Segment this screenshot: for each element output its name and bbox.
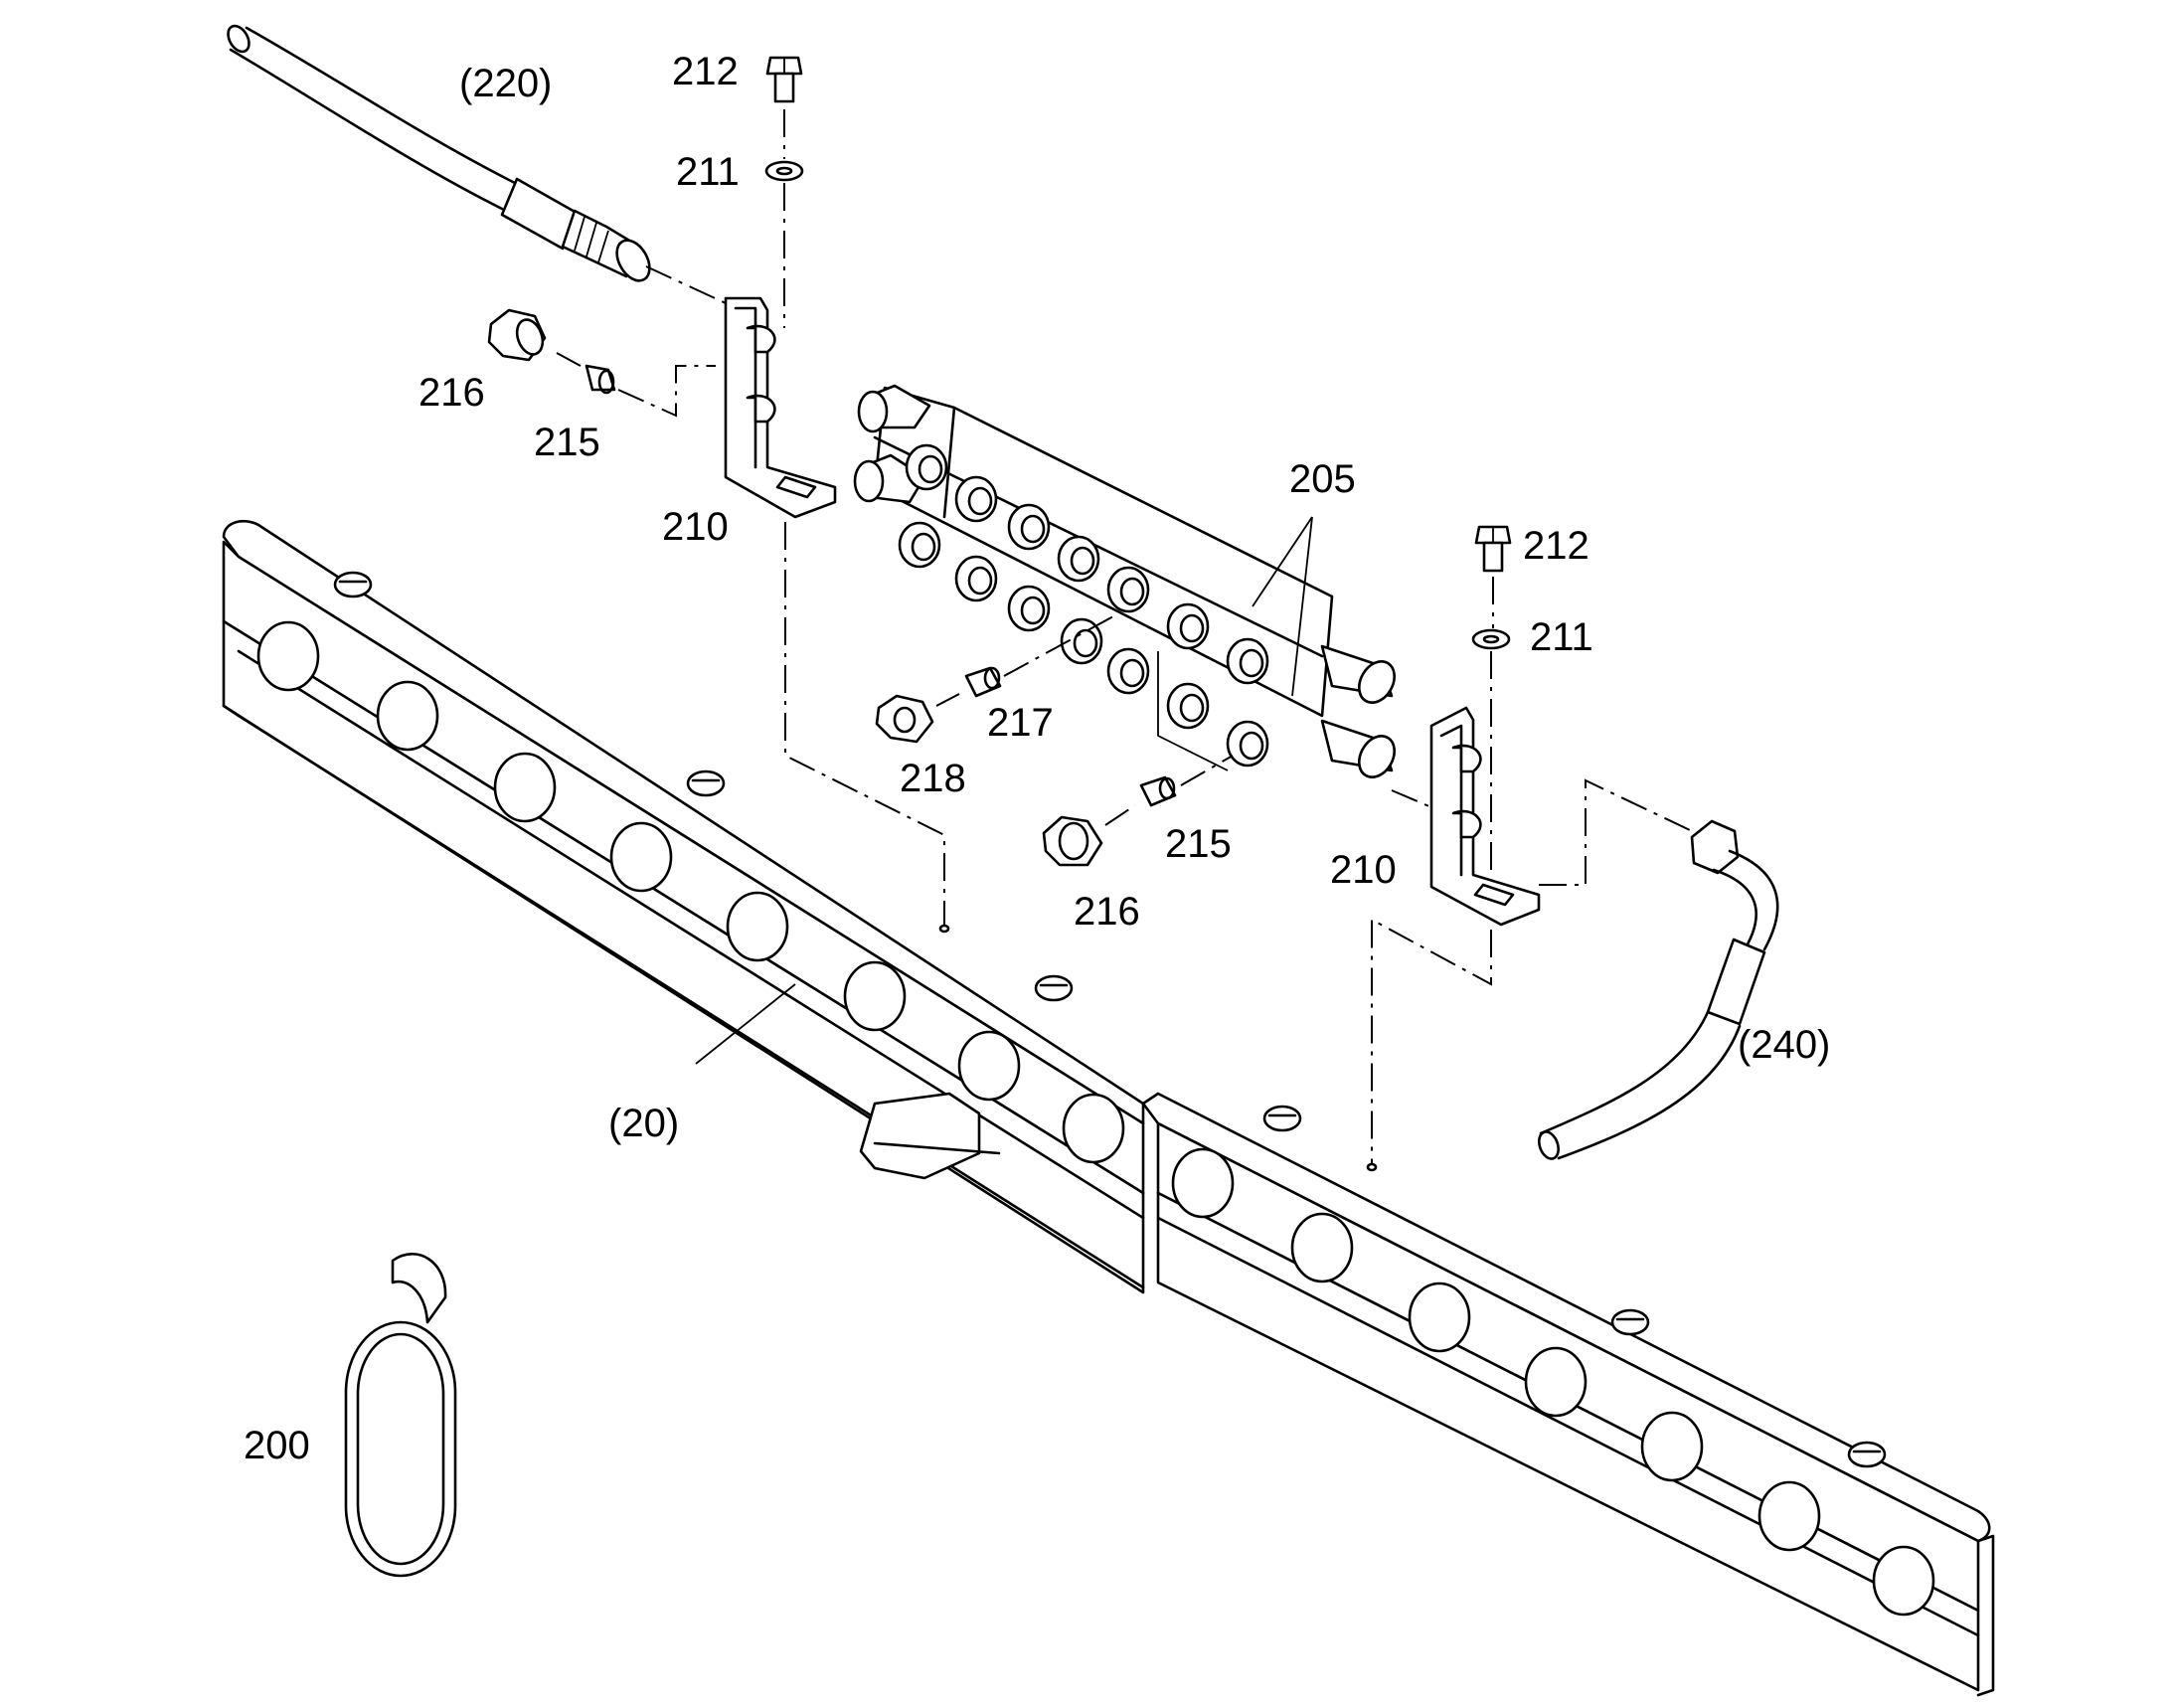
ferrule-215-mid (1139, 775, 1177, 807)
washer-211-right (1471, 628, 1511, 650)
nut-216-left (487, 308, 547, 362)
callout-labels: (220) 212 211 216 215 210 205 212 211 21… (244, 50, 1830, 1467)
callout-216-left: 216 (418, 371, 485, 415)
callout-218: 218 (900, 757, 966, 800)
callout-212-top: 212 (672, 50, 739, 93)
callout-20: (20) (608, 1102, 679, 1145)
callout-215-mid: 215 (1165, 822, 1232, 866)
callout-200: 200 (244, 1424, 310, 1467)
nut-216-mid (1042, 815, 1103, 867)
callout-217: 217 (987, 701, 1054, 745)
callout-215-left: 215 (534, 421, 600, 464)
band-200 (344, 1252, 457, 1578)
callout-216-mid: 216 (1074, 890, 1140, 934)
callout-211-right: 211 (1530, 615, 1593, 659)
ferrule-215-left (585, 364, 616, 395)
plug-217 (964, 666, 1002, 698)
callout-211-top: 211 (676, 150, 740, 194)
callout-210-right: 210 (1330, 848, 1397, 892)
callout-205: 205 (1289, 457, 1356, 501)
washer-211-top (764, 160, 804, 182)
hose-220 (227, 24, 651, 282)
manifold-outlet-ports (898, 443, 1269, 768)
bracket-210-left (724, 296, 837, 519)
hose-240 (1537, 819, 1779, 1160)
bolt-212-right (1474, 525, 1512, 573)
bracket-210-right (1429, 706, 1541, 927)
callout-220: (220) (459, 62, 552, 105)
callout-240: (240) (1738, 1023, 1830, 1067)
nut-218 (875, 694, 934, 744)
manifold-205 (853, 384, 1396, 778)
rail-clamp-20 (222, 520, 1995, 1697)
callout-212-right: 212 (1523, 524, 1589, 568)
callout-210-left: 210 (662, 505, 729, 549)
bolt-212-top (765, 56, 803, 103)
